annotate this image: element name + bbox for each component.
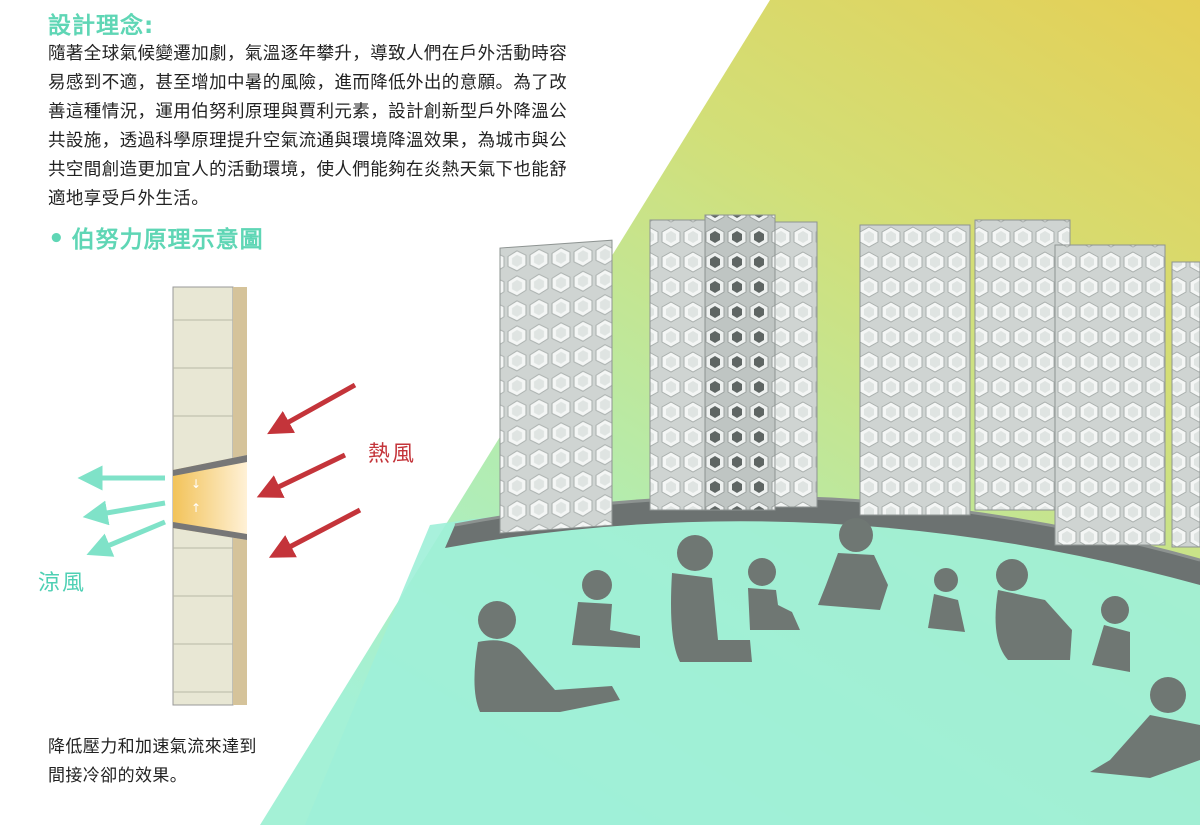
paragraph-line: 共設施，透過科學原理提升空氣流通與環境降溫效果，為城市與公 [48, 131, 568, 151]
diagram-caption: 降低壓力和加速氣流來達到 間接冷卻的效果。 [48, 733, 257, 791]
people-silhouettes [474, 518, 1200, 778]
paragraph-line: 適地享受戶外生活。 [48, 189, 210, 209]
bernoulli-diagram: ↓ ↑ [77, 286, 362, 706]
bullet-dot-icon: • [48, 224, 66, 254]
design-concept-paragraph: 隨著全球氣候變遷加劇，氣溫逐年攀升，導致人們在戶外活動時容 易感到不適，甚至增加… [48, 40, 648, 214]
paragraph-line: 善這種情況，運用伯努利原理與賈利元素，設計創新型戶外降溫公 [48, 102, 568, 122]
cool-wind-label: 涼風 [38, 571, 87, 596]
tower-group [499, 214, 1200, 548]
paragraph-line: 隨著全球氣候變遷加劇，氣溫逐年攀升，導致人們在戶外活動時容 [48, 44, 568, 64]
design-concept-heading: 設計理念: [48, 13, 155, 39]
paragraph-line: 易感到不適，甚至增加中暑的風險，進而降低外出的意願。為了改 [48, 73, 568, 93]
svg-text:↓: ↓ [191, 477, 201, 491]
diagram-title: •伯努力原理示意圖 [48, 220, 264, 254]
caption-line: 降低壓力和加速氣流來達到 [48, 737, 257, 757]
paragraph-line: 共空間創造更加宜人的活動環境，使人們能夠在炎熱天氣下也能舒 [48, 160, 568, 180]
diagram-title-text: 伯努力原理示意圖 [71, 227, 264, 253]
hot-wind-label: 熱風 [368, 442, 417, 467]
caption-line: 間接冷卻的效果。 [48, 766, 188, 786]
svg-text:↑: ↑ [191, 501, 201, 515]
